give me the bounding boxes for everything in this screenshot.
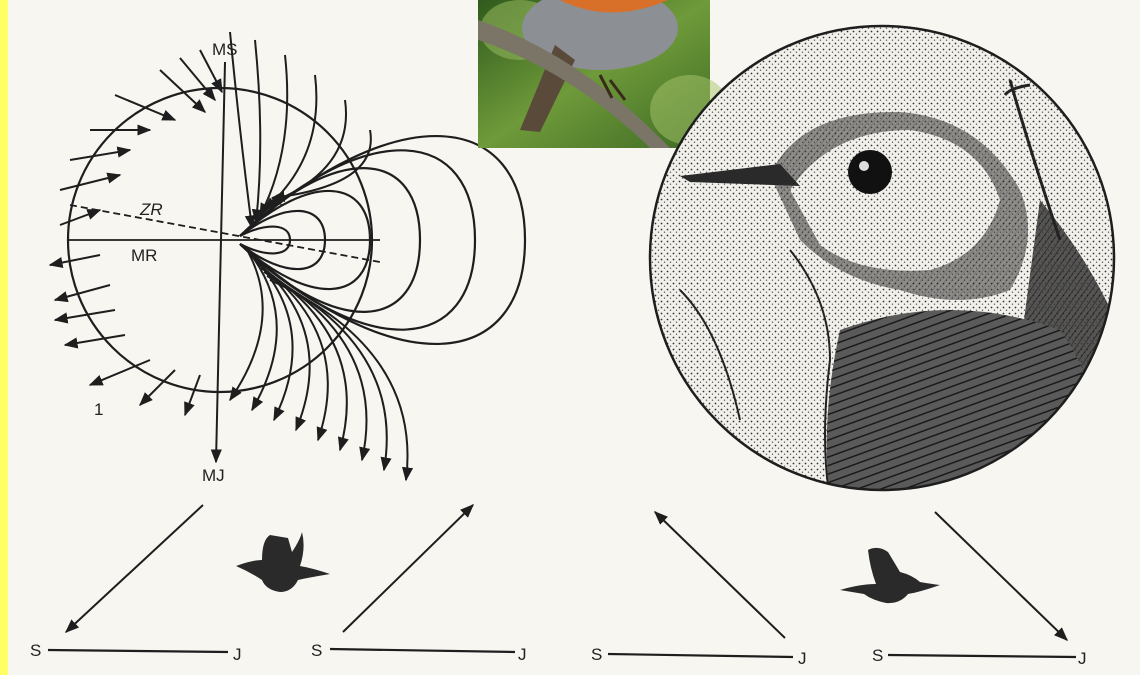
field-arrow [140,370,175,405]
label-ms: MS [212,40,238,59]
field-arrow [50,255,100,265]
compass-2-s: S [311,641,322,660]
compass-3-j: J [798,649,807,668]
field-line [230,248,263,400]
direction-arrow-3 [655,512,785,638]
direction-arrow-1 [66,505,203,632]
compass-1-s: S [30,641,41,660]
compass-line-4 [888,655,1076,657]
field-line [230,32,252,228]
compass-4-s: S [872,646,883,665]
compass-3-s: S [591,645,602,664]
compass-4-j: J [1078,649,1087,668]
direction-arrow-4 [935,512,1067,640]
flying-bird-silhouette [840,548,940,603]
vertical-axis [216,62,225,462]
zr-dashed-line [70,205,380,262]
magnetic-field-diagram [50,32,525,480]
field-arrow [60,175,120,190]
label-mj: MJ [202,466,225,485]
field-line [255,40,260,222]
label-zr: ZR [139,200,163,219]
compass-2-j: J [518,645,527,664]
field-arrow [90,360,150,385]
field-arrow [70,150,130,160]
compass-line-2 [330,649,515,652]
field-arrow [55,285,110,300]
flying-bird-silhouette [236,532,330,592]
compass-line-1 [48,650,228,652]
label-mr: MR [131,246,157,265]
direction-arrow-2 [343,505,473,632]
figure-number: 1 [94,400,103,419]
field-arrow [160,70,205,112]
compass-1-j: J [233,645,242,664]
field-arrow [60,210,100,225]
field-arrows-left [50,50,222,415]
field-arrow [185,375,200,415]
field-arrow [65,335,125,345]
compass-line-3 [608,654,793,657]
